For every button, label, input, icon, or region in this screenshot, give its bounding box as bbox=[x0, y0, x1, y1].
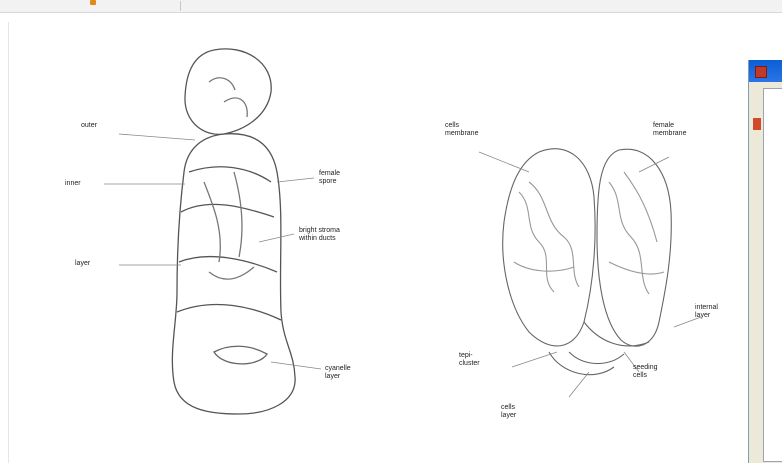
left-label-cyanelle-layer: cyanelle layer bbox=[325, 365, 351, 381]
right-label-female-membrane: female membrane bbox=[653, 122, 686, 138]
right-label-cells-membrane: cells membrane bbox=[445, 122, 478, 138]
left-label-stroma: bright stroma within ducts bbox=[299, 227, 340, 243]
dialog-red-marker-icon bbox=[753, 118, 761, 130]
right-label-cells-layer: cells layer bbox=[501, 404, 516, 420]
left-label-outer: outer bbox=[81, 122, 97, 130]
partial-dialog-window[interactable] bbox=[748, 60, 782, 463]
right-organism-drawing bbox=[479, 149, 701, 397]
right-label-seeding-cells: seeding cells bbox=[633, 364, 658, 380]
image-canvas: outer inner layer female spore bright st… bbox=[8, 22, 747, 463]
toolbar-marker-icon bbox=[90, 0, 96, 5]
left-label-layer: layer bbox=[75, 260, 90, 268]
top-toolbar-strip bbox=[0, 0, 782, 13]
left-label-inner: inner bbox=[65, 180, 81, 188]
dialog-titlebar[interactable] bbox=[749, 60, 782, 82]
left-organism-drawing bbox=[104, 49, 321, 414]
toolbar-separator bbox=[180, 1, 181, 11]
biology-diagram-svg bbox=[9, 22, 747, 463]
dialog-system-icon[interactable] bbox=[755, 66, 767, 78]
right-label-internal-layer: internal layer bbox=[695, 304, 718, 320]
right-label-tepi-cluster: tepi- cluster bbox=[459, 352, 480, 368]
left-label-female-spore: female spore bbox=[319, 170, 340, 186]
dialog-body bbox=[763, 88, 782, 462]
